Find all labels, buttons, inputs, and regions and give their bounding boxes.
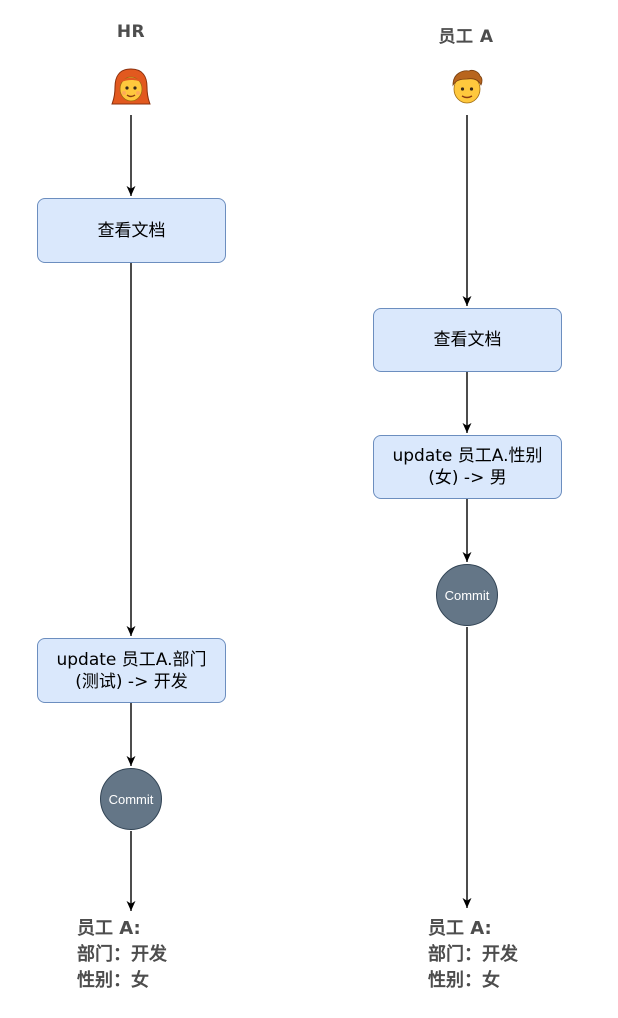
hr-update-line2: (测试) -> 开发 — [75, 671, 188, 692]
emp-result-employee: 员工 A: — [428, 918, 492, 939]
emp-update-gender-box: update 员工A.性别 (女) -> 男 — [373, 435, 562, 499]
emp-update-line2: (女) -> 男 — [428, 468, 507, 488]
emp-commit-label: Commit — [444, 587, 490, 603]
emp-result-gender: 性别：女 — [428, 970, 500, 991]
hr-view-document-label: 查看文档 — [97, 220, 166, 241]
emp-result-text: 员工 A: 部门：开发 性别：女 — [428, 916, 518, 994]
emp-commit-node: Commit — [436, 564, 498, 626]
emp-result-department: 部门：开发 — [428, 944, 518, 965]
hr-update-department-box: update 员工A.部门 (测试) -> 开发 — [37, 638, 226, 703]
emp-view-document-label: 查看文档 — [433, 330, 502, 350]
hr-result-gender: 性别：女 — [77, 970, 149, 991]
lane-title-employee-a: 员工 A — [438, 27, 494, 47]
hr-result-text: 员工 A: 部门：开发 性别：女 — [77, 916, 167, 994]
hr-update-line1: update 员工A.部门 — [56, 649, 207, 670]
woman-red-hair-icon — [111, 68, 151, 105]
hr-commit-node: Commit — [100, 768, 162, 830]
hr-result-department: 部门：开发 — [77, 944, 167, 965]
hr-view-document-box: 查看文档 — [37, 198, 226, 263]
emp-update-line1: update 员工A.性别 — [392, 446, 543, 466]
hr-commit-label: Commit — [108, 791, 154, 807]
lane-title-hr: HR — [116, 22, 146, 42]
man-face-icon — [452, 69, 483, 104]
emp-view-document-box: 查看文档 — [373, 308, 562, 372]
hr-result-employee: 员工 A: — [77, 918, 141, 939]
